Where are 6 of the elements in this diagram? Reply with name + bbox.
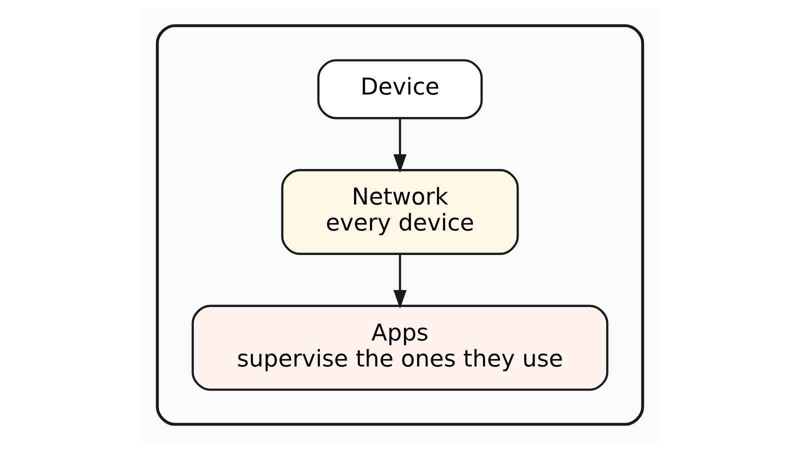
node-box: Network every device <box>281 169 519 255</box>
cluster <box>156 24 644 426</box>
node-box: Device <box>317 59 483 120</box>
arrow <box>393 254 407 309</box>
node-box: Apps supervise the ones they use <box>192 304 608 391</box>
arrow <box>393 118 407 173</box>
